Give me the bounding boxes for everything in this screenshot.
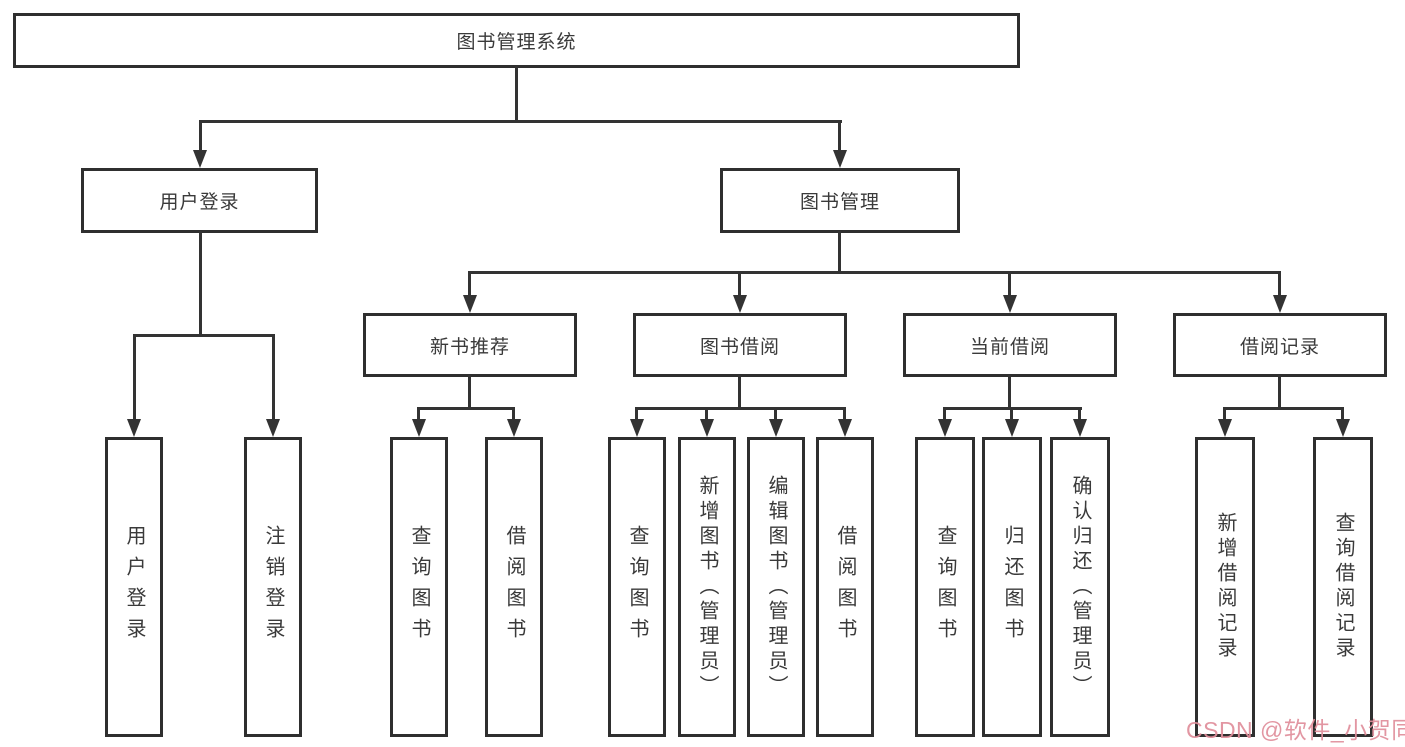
node-root-label: 图书管理系统 (456, 32, 577, 53)
arrow-down-icon (630, 419, 644, 437)
connector-line (843, 407, 846, 421)
leaf-borrow-books: 借阅图书 (816, 437, 874, 737)
arrow-down-icon (769, 419, 783, 437)
arrow-down-icon (1336, 419, 1350, 437)
connector-line (738, 375, 741, 410)
leaf-borrow-books-recommend: 借阅图书 (485, 437, 543, 737)
leaf-query-books-borrow: 查询图书 (608, 437, 666, 737)
connector-line (468, 375, 471, 410)
node-book-management-label: 图书管理 (799, 192, 880, 213)
connector-line (1008, 375, 1011, 410)
connector-line (1008, 271, 1011, 297)
connector-line (199, 120, 202, 153)
connector-line (705, 407, 708, 421)
node-borrow-records: 借阅记录 (1173, 313, 1387, 377)
leaf-add-borrow-record: 新增借阅记录 (1195, 437, 1255, 737)
arrow-down-icon (193, 150, 207, 168)
connector-line (1278, 375, 1281, 410)
connector-line (1278, 271, 1281, 297)
connector-line (133, 334, 275, 337)
leaf-query-borrow-record-label: 查询借阅记录 (1332, 512, 1354, 662)
node-book-management: 图书管理 (720, 168, 960, 233)
leaf-user-login-label: 用户登录 (123, 525, 145, 649)
arrow-down-icon (1005, 419, 1019, 437)
arrow-down-icon (127, 419, 141, 437)
node-new-book-recommend-label: 新书推荐 (429, 336, 510, 358)
connector-line (1223, 407, 1226, 421)
leaf-edit-books-admin: 编辑图书（管理员） (747, 437, 805, 737)
connector-line (1341, 407, 1344, 421)
leaf-query-books-current: 查询图书 (915, 437, 975, 737)
connector-line (635, 407, 846, 410)
leaf-add-books-admin-label: 新增图书（管理员） (696, 474, 718, 700)
leaf-query-books-current-label: 查询图书 (934, 525, 956, 649)
arrow-down-icon (833, 150, 847, 168)
connector-line (417, 407, 515, 410)
leaf-logout-label: 注销登录 (262, 525, 284, 649)
node-book-borrow: 图书借阅 (633, 313, 847, 377)
connector-line (1010, 407, 1013, 421)
connector-line (417, 407, 420, 421)
leaf-query-books-recommend-label: 查询图书 (408, 525, 430, 649)
connector-line (468, 271, 1281, 274)
node-book-borrow-label: 图书借阅 (699, 336, 780, 358)
leaf-query-books-borrow-label: 查询图书 (626, 525, 648, 649)
connector-line (838, 120, 841, 153)
arrow-down-icon (938, 419, 952, 437)
leaf-return-books-label: 归还图书 (1001, 525, 1023, 649)
arrow-down-icon (1218, 419, 1232, 437)
arrow-down-icon (1273, 295, 1287, 313)
node-current-borrow-label: 当前借阅 (969, 336, 1050, 358)
leaf-confirm-return-admin: 确认归还（管理员） (1050, 437, 1110, 737)
connector-line (738, 271, 741, 297)
leaf-add-borrow-record-label: 新增借阅记录 (1214, 512, 1236, 662)
connector-line (512, 407, 515, 421)
connector-line (635, 407, 638, 421)
leaf-return-books: 归还图书 (982, 437, 1042, 737)
node-user-login-branch-label: 用户登录 (159, 192, 240, 213)
leaf-query-borrow-record: 查询借阅记录 (1313, 437, 1373, 737)
arrow-down-icon (507, 419, 521, 437)
leaf-add-books-admin: 新增图书（管理员） (678, 437, 736, 737)
node-user-login-branch: 用户登录 (81, 168, 318, 233)
leaf-borrow-books-recommend-label: 借阅图书 (503, 525, 525, 649)
arrow-down-icon (463, 295, 477, 313)
arrow-down-icon (1003, 295, 1017, 313)
connector-line (199, 120, 842, 123)
connector-line (515, 66, 518, 123)
arrow-down-icon (838, 419, 852, 437)
arrow-down-icon (733, 295, 747, 313)
arrow-down-icon (412, 419, 426, 437)
arrow-down-icon (266, 419, 280, 437)
leaf-user-login: 用户登录 (105, 437, 163, 737)
connector-line (838, 231, 841, 274)
node-new-book-recommend: 新书推荐 (363, 313, 577, 377)
connector-line (1223, 407, 1344, 410)
connector-line (272, 334, 275, 421)
leaf-edit-books-admin-label: 编辑图书（管理员） (765, 474, 787, 700)
connector-line (943, 407, 946, 421)
leaf-borrow-books-label: 借阅图书 (834, 525, 856, 649)
connector-line (774, 407, 777, 421)
connector-line (1078, 407, 1081, 421)
leaf-confirm-return-admin-label: 确认归还（管理员） (1069, 474, 1091, 700)
connector-line (199, 231, 202, 337)
node-current-borrow: 当前借阅 (903, 313, 1117, 377)
connector-line (133, 334, 136, 421)
leaf-logout: 注销登录 (244, 437, 302, 737)
arrow-down-icon (700, 419, 714, 437)
node-root: 图书管理系统 (13, 13, 1020, 68)
node-borrow-records-label: 借阅记录 (1239, 336, 1320, 358)
arrow-down-icon (1073, 419, 1087, 437)
connector-line (468, 271, 471, 297)
watermark: CSDN @软件_小贺同学 (1186, 717, 1405, 743)
leaf-query-books-recommend: 查询图书 (390, 437, 448, 737)
